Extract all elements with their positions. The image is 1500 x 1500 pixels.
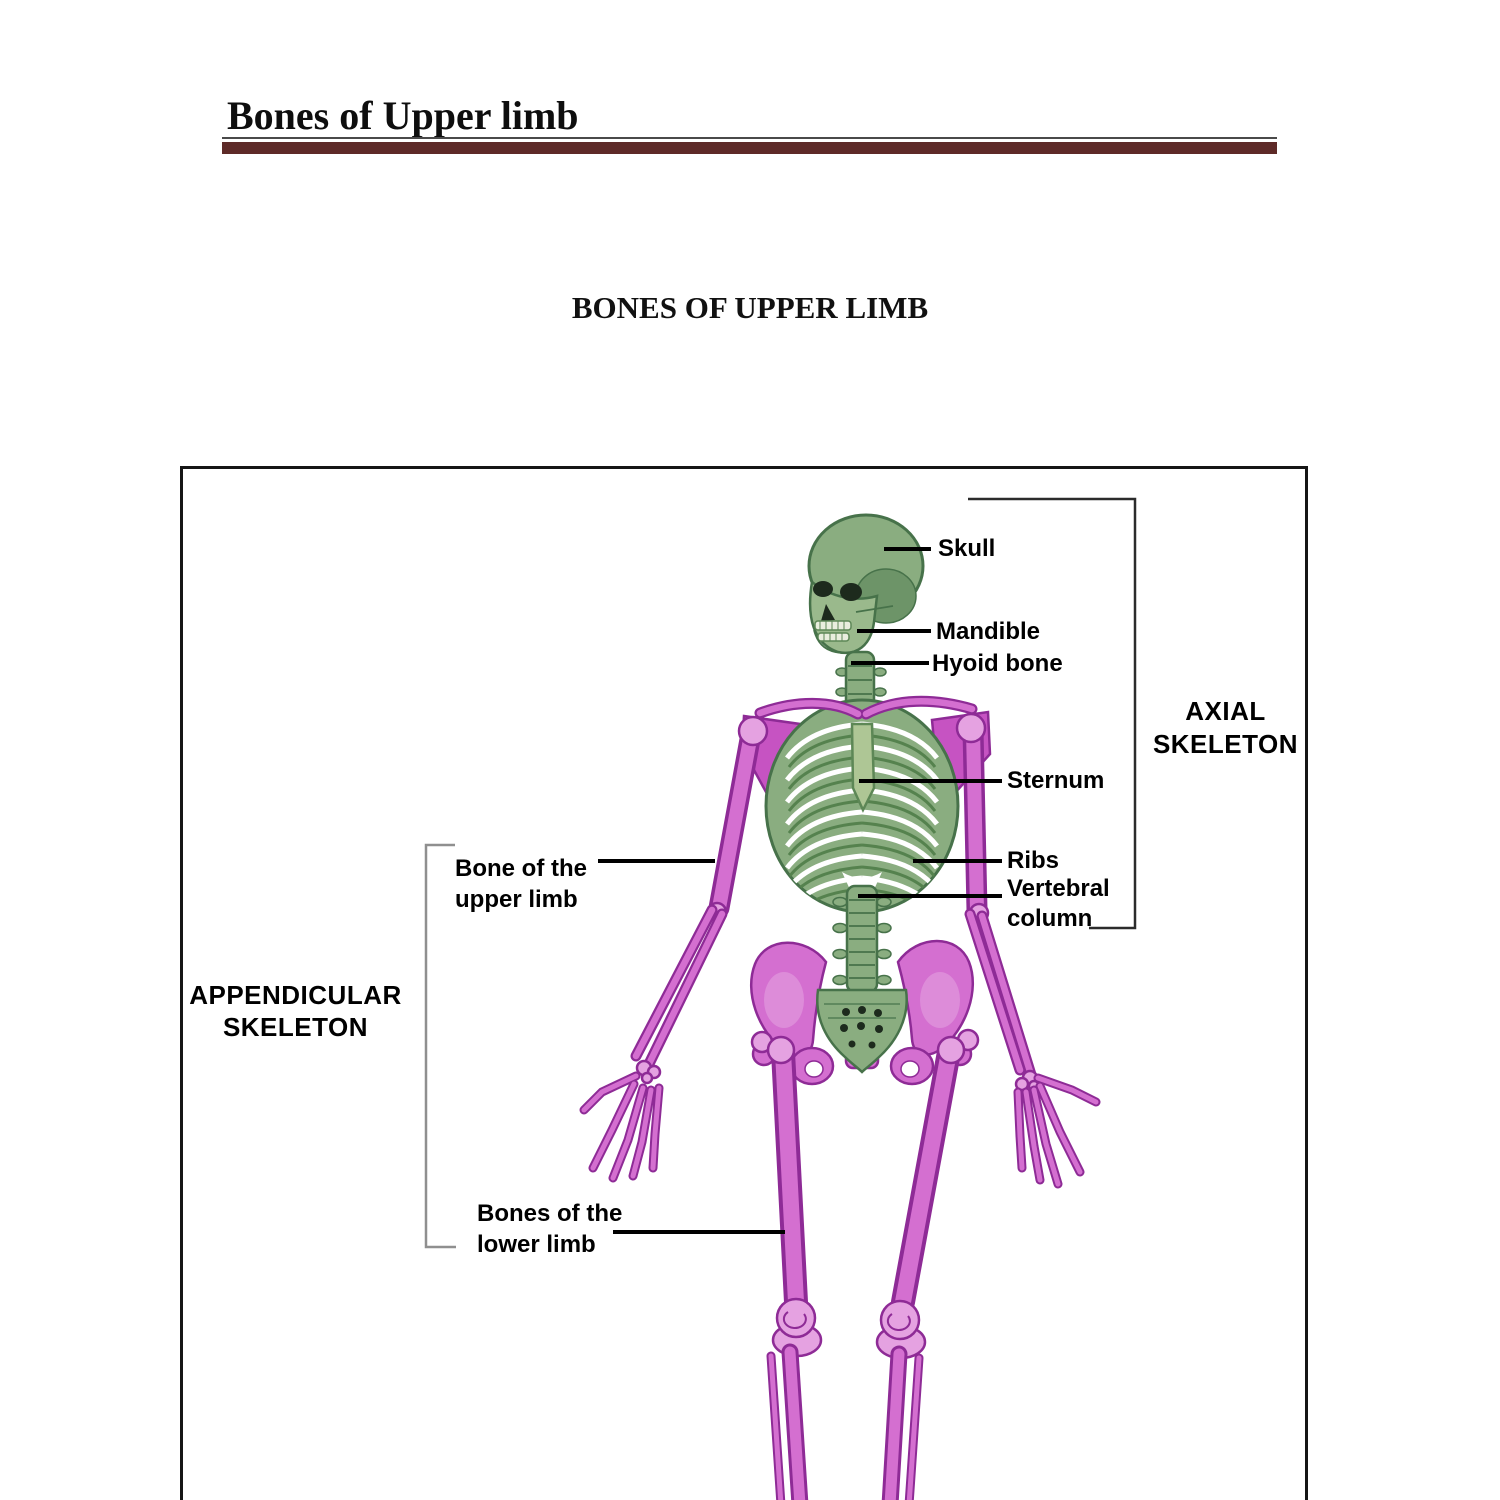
axial-skeleton-bracket	[968, 497, 1137, 930]
lower-limb-label-line2: lower limb	[477, 1231, 596, 1258]
left-arm-art	[579, 715, 769, 1183]
vertebral-column-art	[832, 884, 892, 994]
axial-skeleton-label-line1: AXIAL	[1185, 696, 1266, 726]
right-arm-art	[955, 712, 1101, 1189]
vertebral-column-label: Vertebral column	[1007, 874, 1110, 934]
lower-limb-label-line1: Bones of the	[477, 1200, 623, 1227]
hyoid-bone-label: Hyoid bone	[932, 650, 1063, 677]
axial-skeleton-label: AXIAL SKELETON	[1138, 695, 1313, 761]
upper-limb-label-line1: Bone of the	[455, 855, 587, 882]
sternum-label: Sternum	[1007, 767, 1105, 794]
vertebral-column-label-line2: column	[1007, 905, 1093, 932]
callout-leader-lines	[598, 547, 1002, 1234]
skull-art	[807, 513, 925, 655]
appendicular-skeleton-label: APPENDICULAR SKELETON	[178, 979, 413, 1043]
figure-frame	[180, 466, 1308, 1500]
lower-limb-label: Bones of the lower limb	[477, 1198, 622, 1260]
upper-limb-label-line2: upper limb	[455, 886, 578, 913]
page-title: Bones of Upper limb	[227, 93, 579, 138]
clavicle-art	[754, 695, 978, 720]
appendicular-skeleton-bracket	[424, 843, 456, 1249]
sacrum-art	[816, 988, 908, 1074]
upper-limb-label: Bone of the upper limb	[455, 853, 587, 915]
right-leg-art	[875, 1028, 980, 1500]
section-heading: BONES OF UPPER LIMB	[571, 290, 929, 325]
title-underline-bar	[222, 142, 1277, 154]
skull-label: Skull	[938, 535, 996, 562]
mandible-label: Mandible	[936, 618, 1041, 645]
appendicular-skeleton-label-line1: APPENDICULAR	[189, 980, 402, 1010]
ribs-label: Ribs	[1007, 847, 1060, 874]
vertebral-column-label-line1: Vertebral	[1007, 875, 1110, 902]
axial-skeleton-label-line2: SKELETON	[1152, 729, 1299, 759]
appendicular-skeleton-label-line2: SKELETON	[222, 1012, 369, 1042]
pelvis-art	[750, 939, 974, 1086]
left-leg-art	[750, 1030, 823, 1500]
title-underline-thin	[222, 137, 1277, 139]
